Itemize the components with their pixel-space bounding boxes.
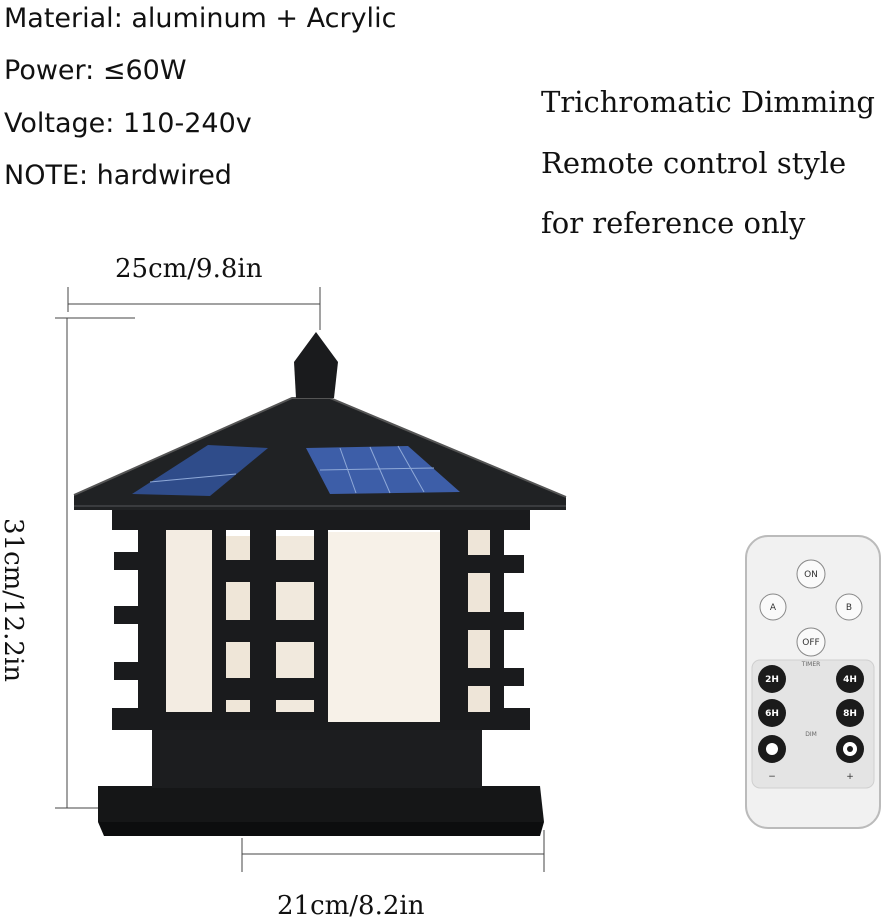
remote-timer-label: TIMER (801, 661, 821, 668)
remote-8h-button[interactable]: 8H (836, 699, 864, 727)
note-remote-style: Remote control style (541, 146, 847, 180)
dimension-width-top: 25cm/9.8in (115, 254, 263, 284)
svg-text:B: B (846, 603, 852, 613)
note-dimming: Trichromatic Dimming (541, 85, 875, 119)
remote-plus-label: + (846, 772, 854, 782)
dimension-lines (55, 287, 545, 872)
remote-off-button[interactable]: OFF (796, 627, 826, 657)
remote-4h-button[interactable]: 4H (836, 665, 864, 693)
remote-dim-label: DIM (805, 731, 817, 738)
dim-up-icon[interactable] (836, 735, 864, 763)
remote-b-button[interactable]: B (835, 593, 863, 621)
svg-text:8H: 8H (843, 709, 857, 719)
svg-text:6H: 6H (765, 709, 779, 719)
remote-2h-button[interactable]: 2H (758, 665, 786, 693)
dimension-width-base: 21cm/8.2in (277, 891, 425, 921)
remote-minus-label: − (768, 772, 776, 782)
note-reference: for reference only (541, 206, 806, 240)
lamp-post-light (73, 332, 567, 836)
svg-text:ON: ON (804, 570, 818, 580)
remote-6h-button[interactable]: 6H (758, 699, 786, 727)
remote-on-button[interactable]: ON (796, 559, 826, 589)
svg-text:A: A (770, 603, 777, 613)
svg-text:2H: 2H (765, 675, 779, 685)
remote-control: ON A B OFF TIMER 2H 4H 6H 8H (745, 535, 881, 829)
spec-material: Material: aluminum + Acrylic (4, 3, 397, 34)
svg-text:OFF: OFF (802, 638, 819, 648)
svg-text:4H: 4H (843, 675, 857, 685)
dim-down-icon[interactable] (758, 735, 786, 763)
spec-voltage: Voltage: 110-240v (4, 108, 252, 139)
spec-note: NOTE: hardwired (4, 160, 232, 191)
remote-a-button[interactable]: A (759, 593, 787, 621)
dimension-height: 31cm/12.2in (0, 517, 28, 683)
spec-power: Power: ≤60W (4, 55, 187, 86)
